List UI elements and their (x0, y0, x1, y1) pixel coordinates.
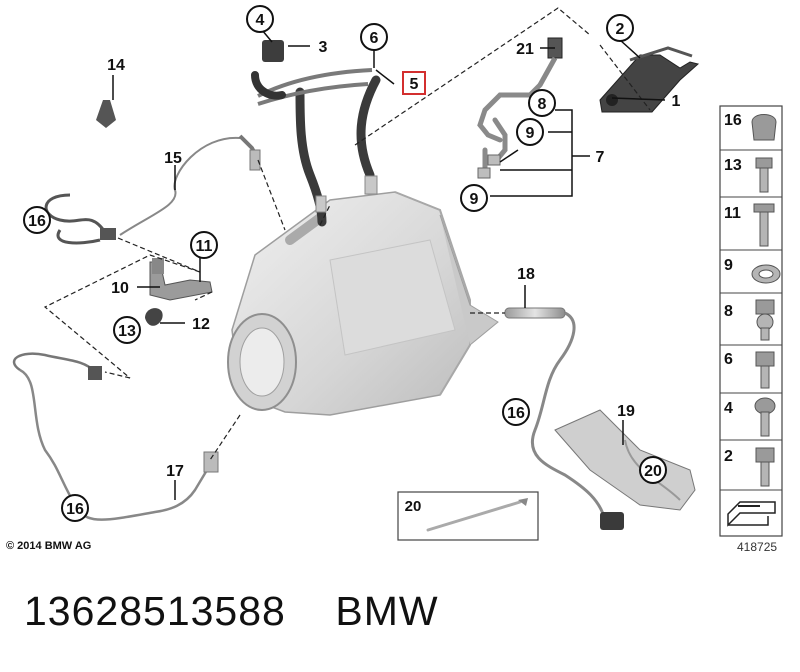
cable-tie-part-20 (397, 491, 539, 541)
svg-text:3: 3 (319, 39, 328, 56)
clip-icon (751, 114, 777, 141)
svg-text:11: 11 (196, 238, 213, 255)
callout-8[interactable]: 8 (528, 89, 556, 117)
legend-row-8: 8 (724, 299, 775, 341)
fastener-legend: 16 13 11 9 8 6 4 (719, 105, 783, 537)
svg-text:4: 4 (724, 400, 733, 417)
svg-text:7: 7 (596, 149, 605, 166)
svg-text:1: 1 (672, 93, 681, 110)
callout-12[interactable]: 12 (192, 316, 210, 333)
callout-2[interactable]: 2 (606, 14, 634, 42)
svg-text:18: 18 (517, 266, 535, 283)
legend-row-6: 6 (724, 351, 775, 389)
svg-text:14: 14 (107, 57, 125, 74)
banjo-bolt-icon (760, 327, 770, 341)
svg-text:20: 20 (405, 498, 422, 515)
callout-11[interactable]: 11 (190, 231, 218, 259)
svg-text:9: 9 (526, 125, 535, 142)
callout-16-left[interactable]: 16 (23, 206, 51, 234)
legend-row-11: 11 (724, 203, 775, 247)
callout-10[interactable]: 10 (111, 280, 129, 297)
leader-lines (112, 29, 666, 500)
svg-text:11: 11 (724, 205, 741, 222)
svg-text:6: 6 (370, 30, 379, 47)
diagram-number: 418725 (737, 540, 778, 554)
callout-16-right[interactable]: 16 (502, 398, 530, 426)
clip-part-14 (96, 100, 116, 128)
svg-text:21: 21 (516, 41, 534, 58)
callout-13[interactable]: 13 (113, 316, 141, 344)
diesel-particulate-filter (227, 191, 499, 416)
part-number-caption: 13628513588 BMW (24, 588, 439, 634)
callout-1[interactable]: 1 (672, 93, 681, 110)
svg-text:13: 13 (724, 157, 742, 174)
callout-17[interactable]: 17 (166, 463, 184, 480)
svg-text:19: 19 (617, 403, 635, 420)
callout-18[interactable]: 18 (517, 266, 535, 283)
legend-row-16: 16 (724, 112, 777, 141)
pressure-sensor-connector (262, 40, 284, 62)
callout-7[interactable]: 7 (596, 149, 605, 166)
callout-4[interactable]: 4 (246, 5, 274, 33)
svg-text:9: 9 (724, 257, 733, 274)
temperature-sensor-15 (44, 134, 261, 245)
washer-icon (758, 269, 774, 279)
hex-bolt-icon (760, 365, 770, 389)
highlight-box (402, 71, 426, 95)
callouts: 4 3 6 5 2 21 1 8 9 7 9 14 15 16 11 10 13… (23, 5, 681, 522)
svg-text:16: 16 (28, 213, 46, 230)
svg-text:8: 8 (724, 303, 733, 320)
svg-text:10: 10 (111, 280, 129, 297)
svg-text:16: 16 (724, 112, 742, 129)
diagram-symbol-icon (727, 501, 776, 527)
flange-bolt-icon (760, 461, 770, 487)
bolt-icon (759, 211, 769, 247)
svg-text:17: 17 (166, 463, 184, 480)
callout-3[interactable]: 3 (319, 39, 328, 56)
copyright-notice: © 2014 BMW AG (6, 540, 92, 552)
legend-row-4: 4 (724, 397, 776, 437)
callout-15[interactable]: 15 (164, 150, 182, 167)
temperature-sensor-17 (12, 352, 219, 521)
callout-6[interactable]: 6 (360, 23, 388, 51)
svg-text:2: 2 (616, 21, 625, 38)
svg-text:16: 16 (507, 405, 525, 422)
svg-text:15: 15 (164, 150, 182, 167)
heat-shield-bracket (554, 409, 696, 511)
pressure-hoses (251, 40, 381, 227)
svg-text:13: 13 (118, 323, 136, 340)
callout-19[interactable]: 19 (617, 403, 635, 420)
callout-21[interactable]: 21 (516, 41, 534, 58)
svg-text:9: 9 (470, 191, 479, 208)
legend-row-9: 9 (724, 257, 781, 284)
oxygen-sensor-18 (504, 307, 624, 530)
sensor-bracket (145, 258, 213, 326)
svg-text:20: 20 (644, 463, 662, 480)
callout-9-lower[interactable]: 9 (460, 184, 488, 212)
svg-text:12: 12 (192, 316, 210, 333)
callout-20-box[interactable]: 20 (405, 498, 422, 515)
svg-text:16: 16 (66, 501, 84, 518)
svg-text:2: 2 (724, 448, 733, 465)
svg-text:6: 6 (724, 351, 733, 368)
legend-row-13: 13 (724, 157, 773, 193)
svg-text:4: 4 (256, 12, 265, 29)
callout-9-upper[interactable]: 9 (516, 118, 544, 146)
legend-row-2: 2 (724, 447, 775, 487)
callout-16-bottom[interactable]: 16 (61, 494, 89, 522)
screw-icon (759, 167, 769, 193)
callout-14[interactable]: 14 (107, 57, 125, 74)
pressure-pipe-fittings (477, 154, 501, 179)
torx-bolt-icon (760, 411, 770, 437)
callout-20-bracket[interactable]: 20 (639, 456, 667, 484)
callout-5-highlighted[interactable]: 5 (402, 71, 426, 95)
svg-text:8: 8 (538, 96, 547, 113)
svg-text:5: 5 (410, 76, 419, 93)
